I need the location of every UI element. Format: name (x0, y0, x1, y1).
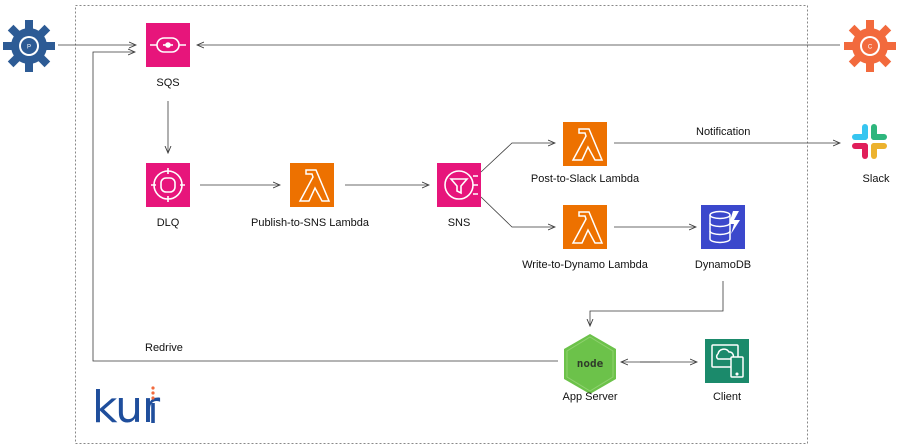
client-label: Client (713, 391, 741, 403)
dlq-label: DLQ (157, 217, 180, 229)
producer-letter: P (27, 45, 31, 51)
dlq-node[interactable]: DLQ (146, 163, 190, 229)
slack-lambda-node[interactable]: Post-to-Slack Lambda (531, 122, 640, 185)
dynamodb-to-app-server-edge (590, 281, 724, 326)
kuri-logo-i-icon (151, 386, 155, 423)
publish-lambda-node[interactable]: Publish-to-SNS Lambda (251, 163, 370, 229)
nodejs-icon (564, 334, 616, 394)
redrive-edge (92, 52, 558, 362)
slack-label: Slack (863, 173, 890, 185)
sns-to-slack-lambda-edge (480, 143, 555, 173)
dynamo-lambda-label: Write-to-Dynamo Lambda (522, 259, 649, 271)
publish-lambda-label: Publish-to-SNS Lambda (251, 217, 370, 229)
consumer-letter: C (868, 45, 873, 51)
app-server-node[interactable]: node App Server (562, 334, 618, 403)
slack-node[interactable]: Slack (852, 124, 890, 185)
consumer-gear-icon: C (844, 20, 896, 72)
slack-icon (852, 124, 887, 159)
svg-text:node: node (577, 357, 604, 370)
system-boundary (75, 5, 808, 444)
kuri-logo-text: kur (92, 382, 160, 433)
sqs-label: SQS (156, 77, 179, 89)
sqs-node[interactable]: SQS (146, 23, 190, 89)
sns-node[interactable]: SNS (437, 163, 481, 229)
app-server-label: App Server (562, 391, 617, 403)
dynamodb-node[interactable]: DynamoDB (695, 205, 751, 271)
dynamo-lambda-node[interactable]: Write-to-Dynamo Lambda (522, 205, 649, 271)
redrive-label: Redrive (145, 342, 183, 354)
sns-label: SNS (448, 217, 471, 229)
dynamodb-label: DynamoDB (695, 259, 751, 271)
slack-lambda-label: Post-to-Slack Lambda (531, 173, 640, 185)
client-node[interactable]: Client (705, 339, 749, 403)
producer-gear-icon: P (3, 20, 55, 72)
connectors (58, 45, 840, 362)
notification-label: Notification (696, 126, 750, 138)
sns-to-dynamo-lambda-edge (480, 196, 555, 227)
kuri-logo: kur (92, 382, 160, 433)
